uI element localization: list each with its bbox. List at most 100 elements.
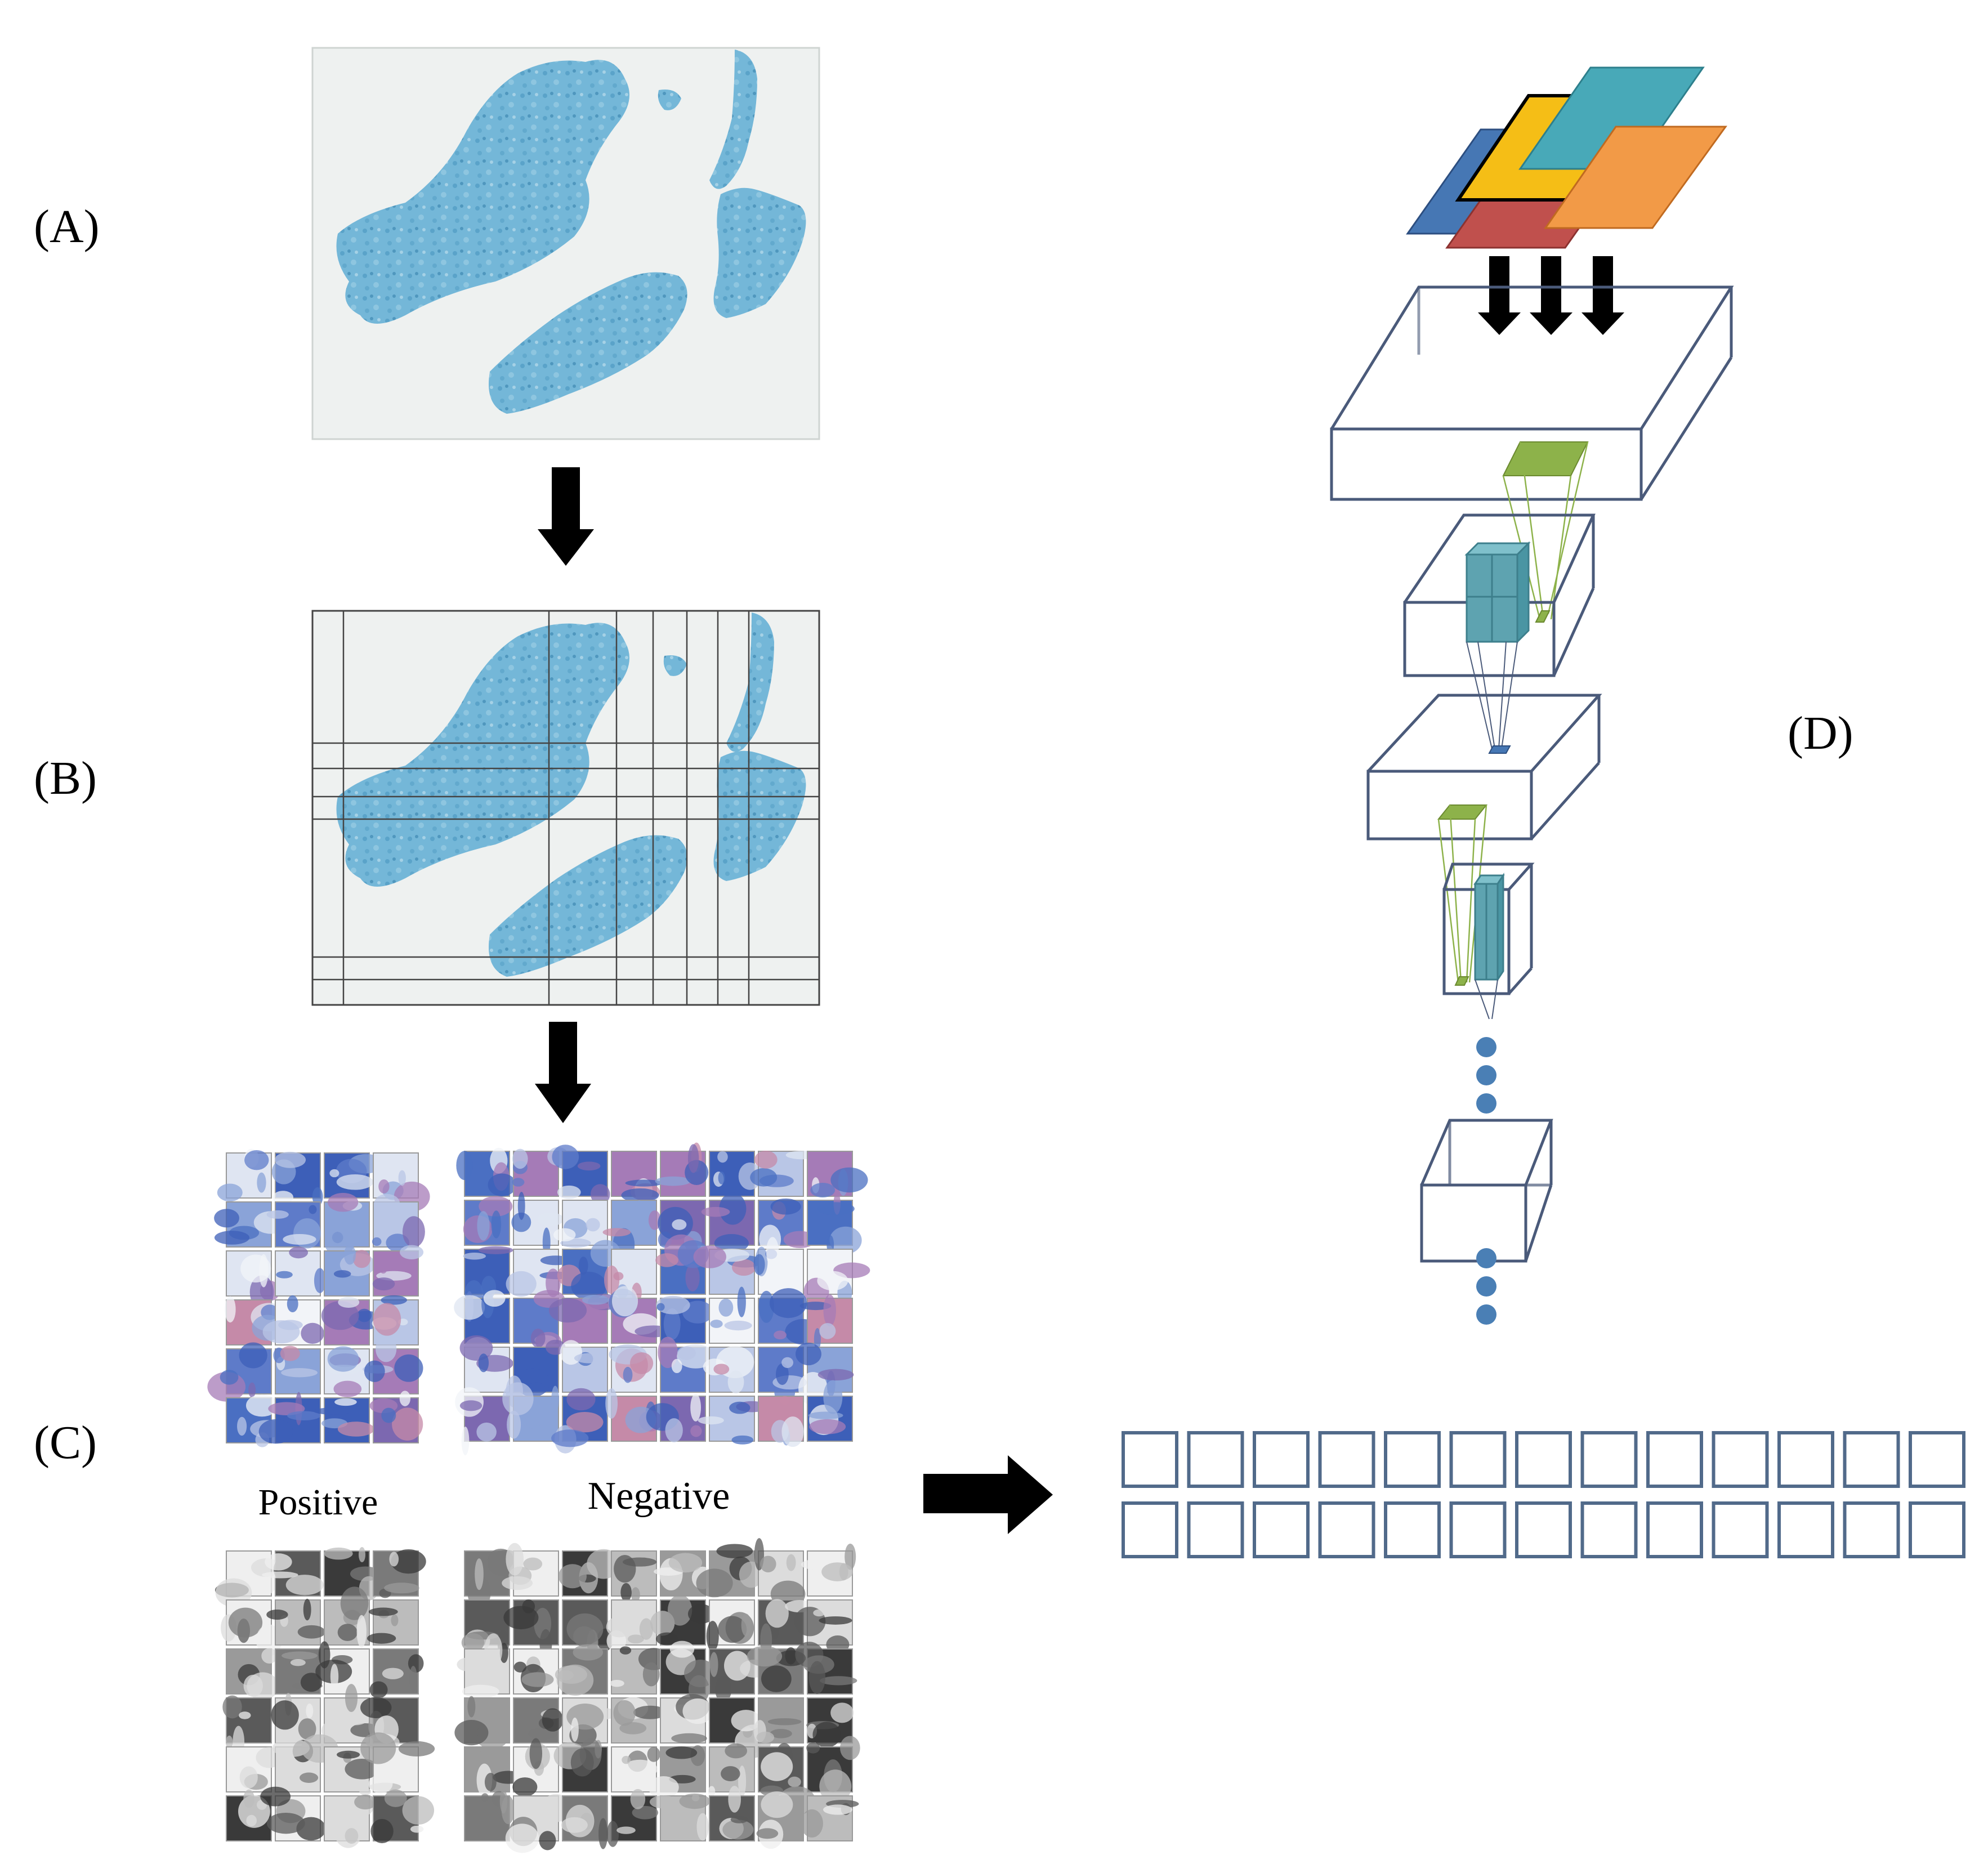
image-patch bbox=[372, 1245, 424, 1297]
image-patch bbox=[262, 1295, 324, 1345]
image-patch bbox=[609, 1344, 657, 1393]
image-patch bbox=[324, 1346, 370, 1397]
feature-vector-cell bbox=[1843, 1501, 1900, 1558]
negative-patches-gray bbox=[454, 1538, 860, 1853]
image-patch bbox=[505, 1794, 570, 1853]
image-patch bbox=[709, 1286, 755, 1344]
image-patch bbox=[799, 1294, 853, 1351]
image-patch bbox=[459, 1335, 513, 1393]
slide-image-a bbox=[311, 47, 820, 440]
image-patch bbox=[609, 1286, 673, 1344]
image-patch bbox=[454, 1696, 510, 1749]
image-patch bbox=[696, 1544, 763, 1598]
feature-vector-cell bbox=[1515, 1431, 1572, 1488]
image-patch bbox=[555, 1644, 608, 1696]
image-patch bbox=[649, 1793, 710, 1841]
slide-image-b bbox=[311, 610, 820, 1006]
image-patch bbox=[560, 1340, 608, 1393]
ellipsis-dots-icon bbox=[1476, 1248, 1496, 1325]
image-patch bbox=[275, 1246, 326, 1297]
image-patch bbox=[611, 1697, 667, 1744]
image-patch bbox=[750, 1150, 819, 1197]
image-patch bbox=[511, 1191, 564, 1257]
image-patch bbox=[747, 1646, 806, 1695]
image-patch bbox=[372, 1193, 425, 1252]
feature-vector-cell bbox=[1187, 1501, 1244, 1558]
image-patch bbox=[464, 1548, 524, 1609]
image-patch bbox=[502, 1382, 559, 1442]
image-patch bbox=[324, 1586, 370, 1648]
image-patch bbox=[226, 1746, 283, 1792]
feature-vector bbox=[1122, 1431, 1965, 1558]
feature-vector-cell bbox=[1712, 1431, 1769, 1488]
image-patch bbox=[553, 1738, 608, 1792]
kernel-patch bbox=[1454, 976, 1469, 986]
feature-vector-cell bbox=[1646, 1431, 1703, 1488]
positive-label: Positive bbox=[258, 1482, 378, 1523]
image-patch bbox=[502, 1543, 559, 1597]
image-patch bbox=[367, 1599, 419, 1646]
feature-vector-cell bbox=[1122, 1501, 1178, 1558]
image-patch bbox=[698, 1396, 768, 1445]
image-patch bbox=[701, 1192, 755, 1253]
image-patch bbox=[794, 1599, 853, 1654]
image-patch bbox=[324, 1746, 379, 1795]
feature-vector-cell bbox=[1580, 1501, 1638, 1558]
image-patch bbox=[709, 1151, 762, 1197]
image-patch bbox=[266, 1598, 326, 1646]
negative-patches-color bbox=[454, 1142, 870, 1455]
image-patch bbox=[258, 1392, 321, 1444]
image-patch bbox=[266, 1201, 321, 1249]
feature-vector-cell bbox=[1384, 1431, 1441, 1488]
image-patch bbox=[324, 1794, 377, 1848]
image-patch bbox=[557, 1240, 621, 1300]
image-patch bbox=[660, 1694, 713, 1744]
image-patch bbox=[753, 1237, 804, 1295]
image-patch bbox=[658, 1336, 715, 1393]
image-patch bbox=[660, 1640, 717, 1704]
kernel-patch bbox=[1437, 804, 1488, 820]
image-patch bbox=[553, 1200, 608, 1248]
image-patch bbox=[260, 1786, 326, 1841]
image-patch bbox=[324, 1546, 381, 1601]
image-patch bbox=[369, 1391, 423, 1443]
image-patch bbox=[561, 1795, 608, 1849]
feature-vector-cell bbox=[1187, 1431, 1244, 1488]
image-patch bbox=[513, 1697, 565, 1744]
channel-plane-orange bbox=[1544, 126, 1727, 229]
feature-vector-cell bbox=[1384, 1501, 1441, 1558]
image-patch bbox=[611, 1151, 663, 1203]
image-patch bbox=[806, 1736, 860, 1804]
image-patch bbox=[464, 1789, 515, 1841]
image-patch bbox=[703, 1346, 755, 1394]
image-patch bbox=[372, 1295, 419, 1345]
positive-patches-gray bbox=[215, 1546, 435, 1848]
image-patch bbox=[650, 1594, 715, 1646]
image-patch bbox=[463, 1246, 513, 1307]
cnn-layer-box bbox=[1420, 1119, 1553, 1263]
feature-vector-cell bbox=[1253, 1431, 1310, 1488]
feature-vector-cell bbox=[1515, 1501, 1572, 1558]
image-patch bbox=[273, 1345, 321, 1394]
panel-label-d: (D) bbox=[1788, 707, 1853, 759]
image-patch bbox=[456, 1147, 517, 1197]
image-patch bbox=[648, 1745, 706, 1799]
image-patch bbox=[207, 1342, 272, 1402]
image-patch bbox=[693, 1245, 763, 1295]
image-patch bbox=[313, 1397, 375, 1443]
image-patch bbox=[706, 1599, 755, 1652]
cnn-layer-box bbox=[1366, 694, 1602, 841]
feature-vector-cell bbox=[1449, 1501, 1507, 1558]
feature-vector-cell bbox=[1909, 1501, 1965, 1558]
patch-grids bbox=[207, 1142, 870, 1853]
image-patch bbox=[656, 1295, 713, 1344]
input-channel-planes bbox=[1406, 66, 1727, 249]
image-patch bbox=[512, 1147, 569, 1197]
kernel-block bbox=[1464, 541, 1531, 644]
image-patch bbox=[222, 1695, 272, 1759]
image-patch bbox=[373, 1549, 426, 1598]
tissue-section-a bbox=[336, 50, 806, 414]
image-patch bbox=[275, 1648, 323, 1695]
kernel-patch bbox=[1488, 745, 1511, 754]
image-patch bbox=[363, 1335, 423, 1394]
